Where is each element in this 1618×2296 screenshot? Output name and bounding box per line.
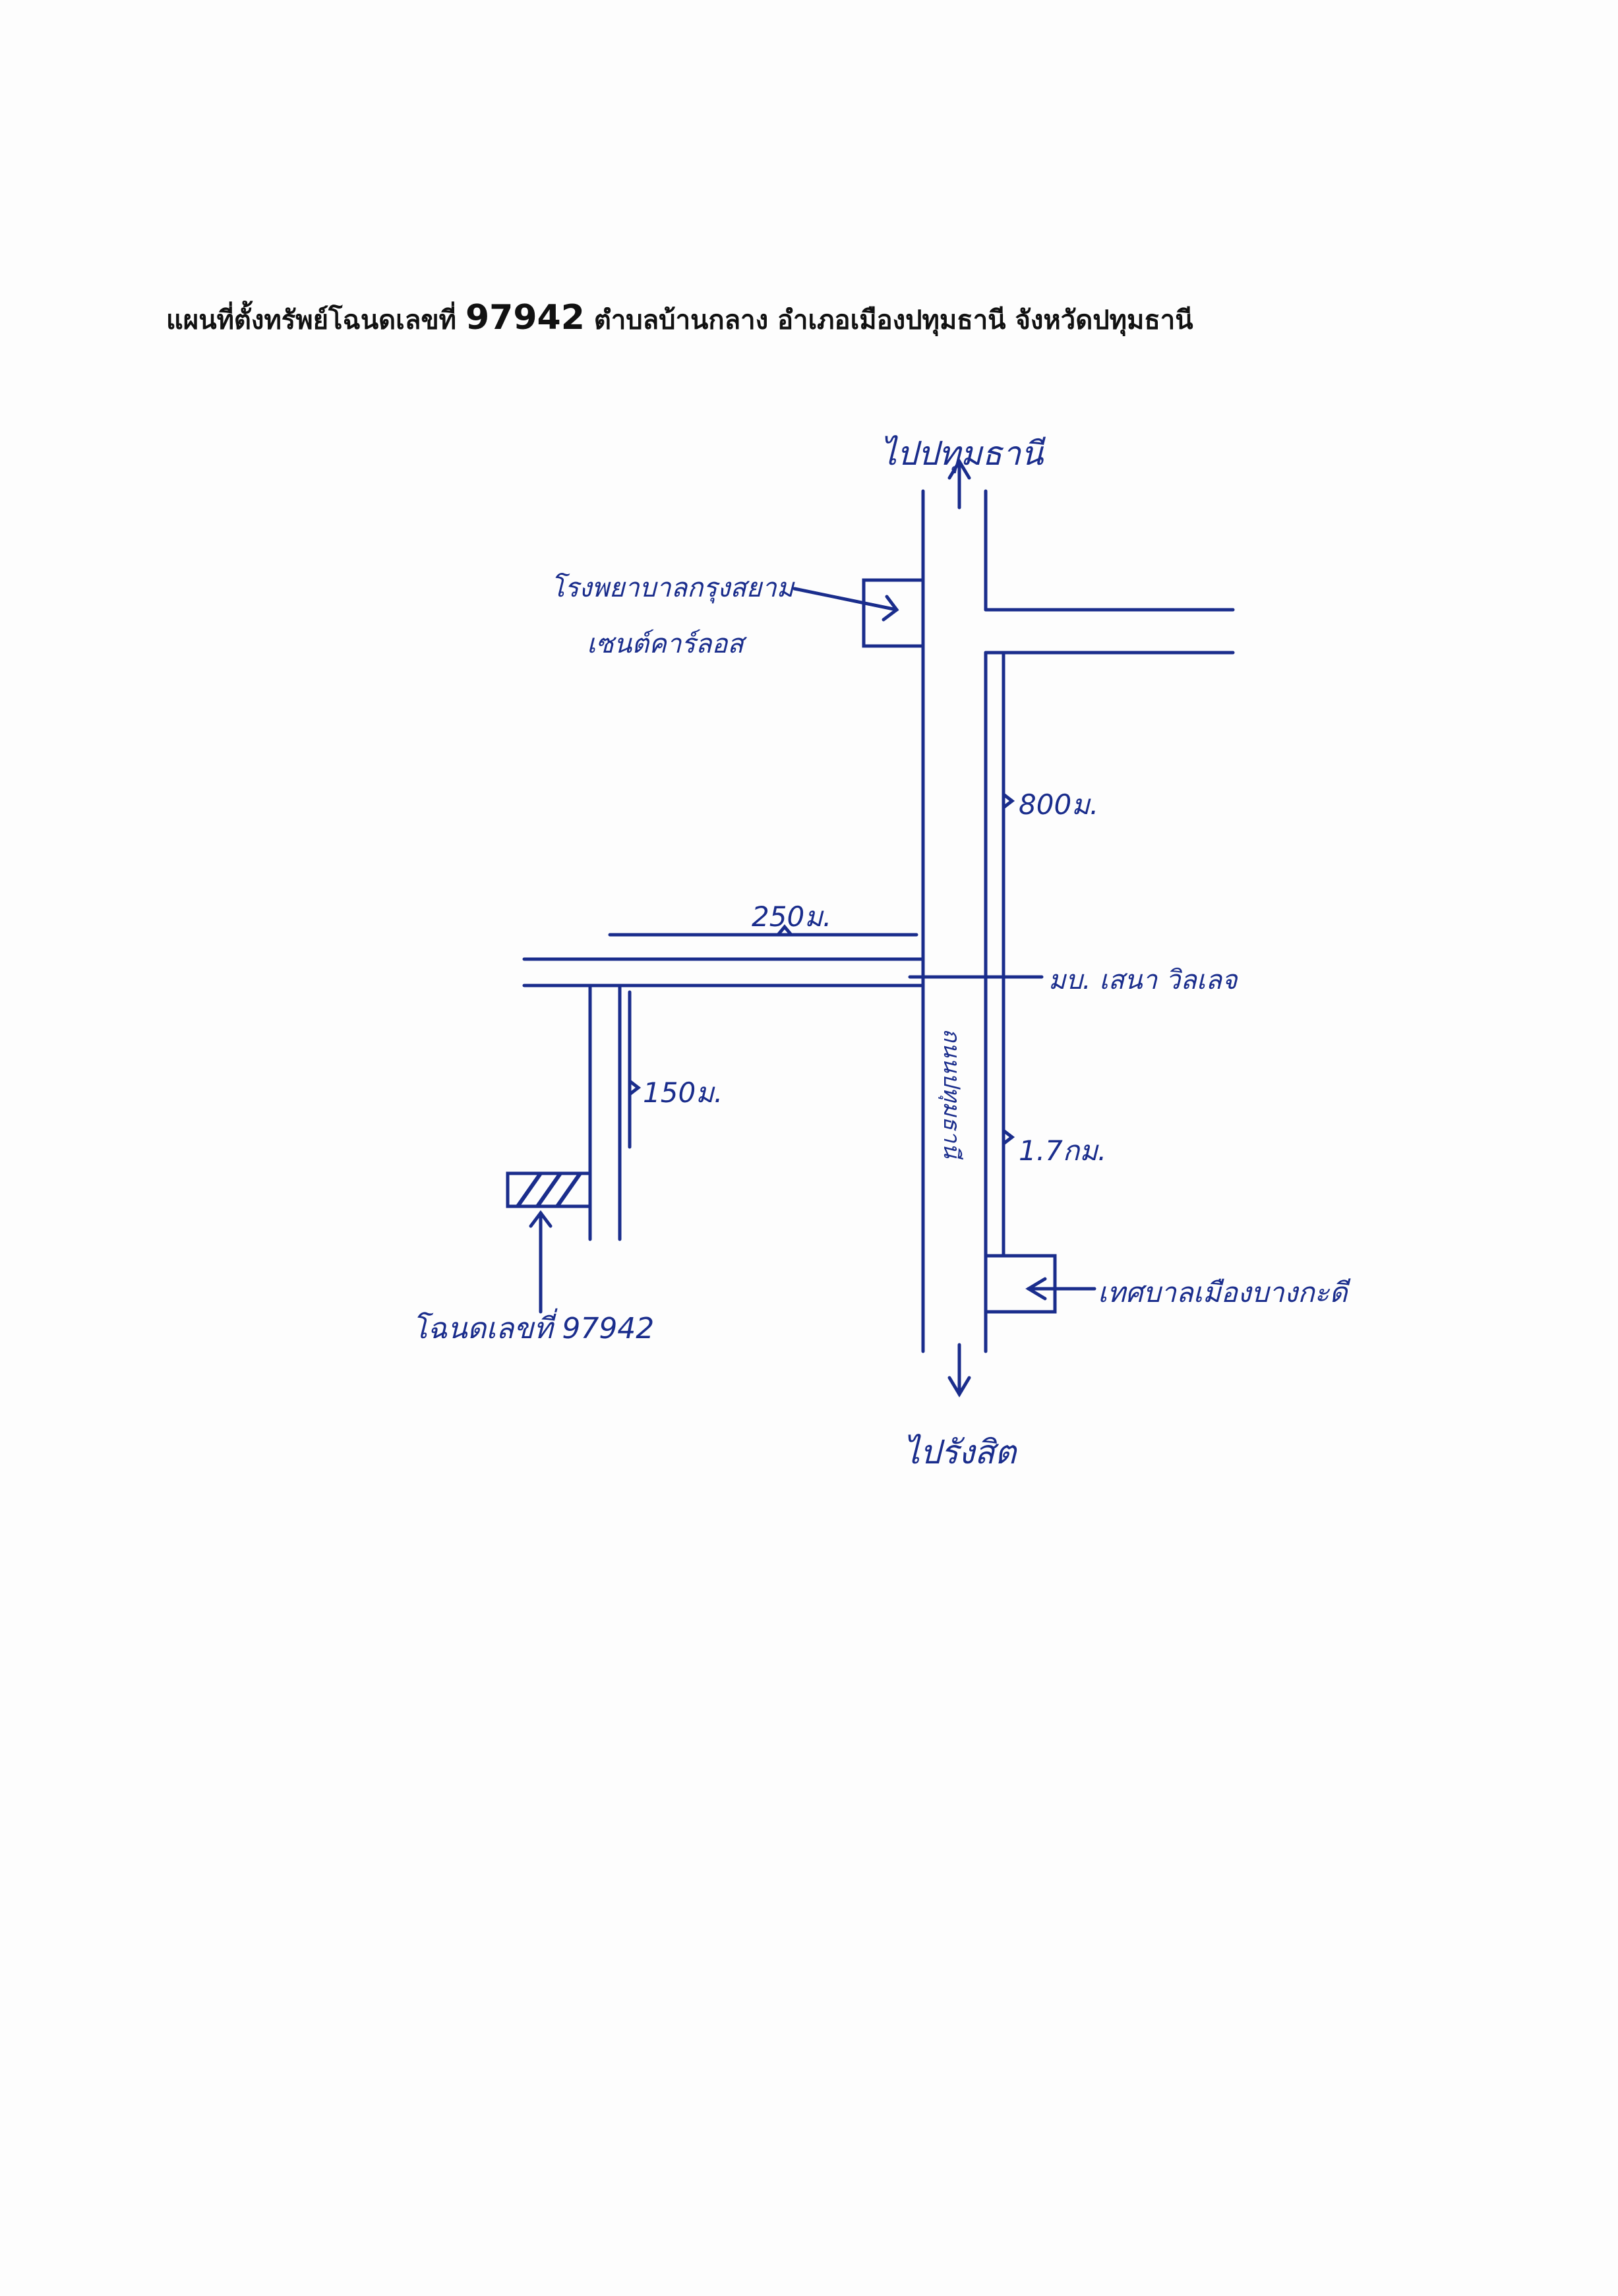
label-hospital-line1: โรงพยาบาลกรุงสยาม bbox=[551, 572, 796, 604]
label-to-rangsit: ไปรังสิต bbox=[903, 1433, 1018, 1471]
hospital-pointer-head bbox=[882, 595, 899, 622]
tick-150 bbox=[628, 1079, 642, 1096]
distance-150: 150ม. bbox=[643, 1076, 723, 1109]
municipality-pointer-head bbox=[1025, 1277, 1047, 1301]
deed-number: 97942 bbox=[465, 298, 585, 338]
distance-250: 250ม. bbox=[752, 900, 831, 933]
page-title: แผนที่ตั้งทรัพย์โฉนดเลขที่ 97942 ตำบลบ้า… bbox=[166, 298, 1485, 340]
label-municipality: เทศบาลเมืองบางกะดี bbox=[1098, 1276, 1351, 1309]
label-deed: โฉนดเลขที่ 97942 bbox=[412, 1308, 654, 1345]
distance-1-7: 1.7กม. bbox=[1019, 1134, 1106, 1167]
north-arrow-head bbox=[947, 458, 971, 480]
deed-pointer-head bbox=[529, 1210, 553, 1228]
tick-800 bbox=[1002, 792, 1015, 809]
label-village: มบ. เสนา วิลเลจ bbox=[1048, 965, 1238, 995]
label-main-road: ถนนปทุมธานี bbox=[938, 1028, 965, 1160]
label-hospital-line2: เซนต์คาร์ลอส bbox=[587, 629, 747, 659]
title-suffix: ตำบลบ้านกลาง อำเภอเมืองปทุมธานี จังหวัดป… bbox=[593, 305, 1193, 336]
south-arrow-head bbox=[947, 1376, 971, 1398]
parcel-hatching bbox=[516, 1172, 582, 1208]
hospital-building bbox=[862, 578, 925, 648]
tick-1-7 bbox=[1002, 1129, 1015, 1146]
label-to-pathum-thani: ไปปทุมธานี bbox=[880, 434, 1046, 474]
title-prefix: แผนที่ตั้งทรัพย์โฉนดเลขที่ bbox=[166, 305, 457, 336]
municipality-building bbox=[984, 1254, 1057, 1314]
hospital-pointer bbox=[793, 587, 899, 612]
distance-800: 800ม. bbox=[1019, 788, 1098, 821]
deed-parcel bbox=[506, 1171, 592, 1208]
tick-250 bbox=[776, 924, 793, 937]
